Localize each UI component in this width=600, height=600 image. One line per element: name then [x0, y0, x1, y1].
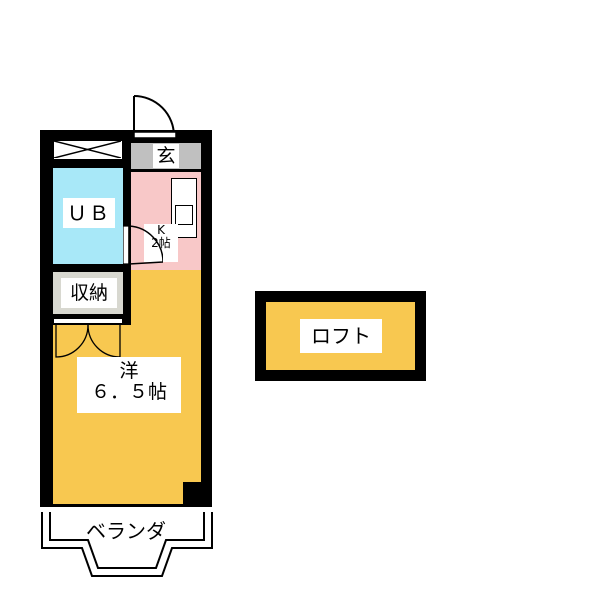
storage-door-strip	[53, 318, 123, 324]
loft-label: ロフト	[300, 319, 382, 353]
storage-label: 収納	[61, 278, 117, 308]
room-entrance: 玄	[131, 143, 201, 169]
balcony-label: ベランダ	[86, 519, 166, 543]
loft-outer-wall: ロフト	[255, 291, 426, 381]
vent-shaft	[53, 140, 123, 160]
vent-cross-icon	[54, 141, 121, 158]
western-room-size: ６．５帖	[90, 380, 167, 403]
western-room-label: 洋 ６．５帖	[77, 357, 181, 413]
bath-door-icon	[123, 225, 163, 265]
kitchen-label: K 2帖	[144, 223, 178, 262]
room-unit-bath: ＵＢ	[53, 168, 123, 264]
entrance-door-icon	[133, 95, 177, 139]
room-loft: ロフト	[266, 302, 415, 370]
closet-doors-icon	[55, 325, 121, 358]
room-kitchen: K 2帖	[131, 172, 201, 270]
room-storage: 収納	[53, 272, 123, 314]
unit-bath-label: ＵＢ	[63, 198, 115, 228]
western-room-type: 洋	[119, 360, 139, 382]
sink-icon	[175, 205, 193, 225]
kitchen-label-k: K	[157, 223, 165, 237]
entrance-label: 玄	[153, 144, 179, 168]
balcony-outline	[41, 512, 213, 577]
